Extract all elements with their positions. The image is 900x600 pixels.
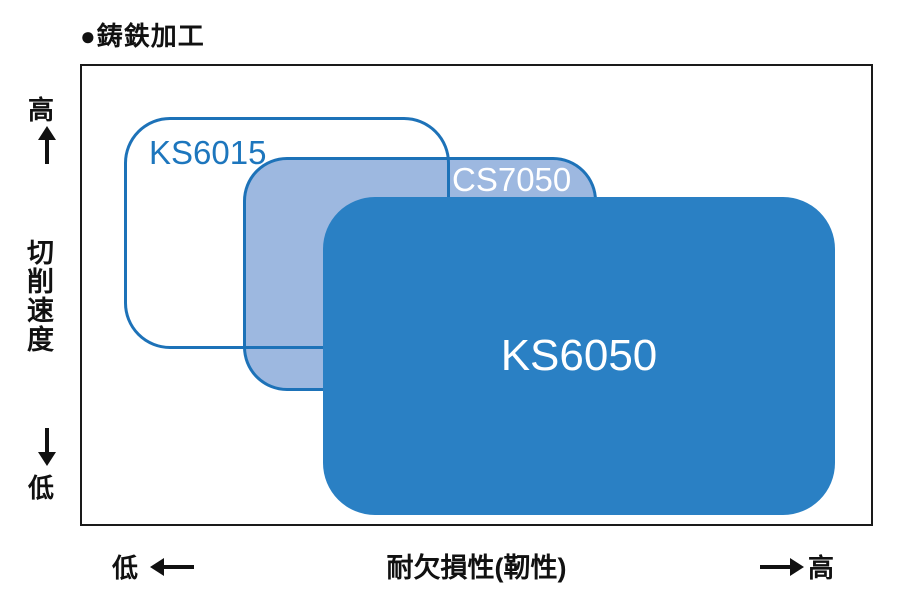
y-axis-high-label: 高: [28, 95, 55, 125]
grade-label-ks6015: KS6015: [149, 134, 267, 171]
y-axis-title: 切削速度: [23, 238, 53, 354]
left-arrow-icon: [150, 558, 194, 576]
up-arrow-icon: [38, 126, 56, 164]
grade-label-cs7050: CS7050: [452, 161, 572, 198]
x-axis-high-label: 高: [808, 553, 835, 583]
chart-title: ●鋳鉄加工: [80, 21, 205, 51]
x-axis-low-label: 低: [112, 553, 139, 583]
plot-area: CS7050 KS6015 KS6050: [80, 64, 873, 526]
y-axis-low-label: 低: [28, 473, 55, 503]
right-arrow-icon: [760, 558, 804, 576]
down-arrow-icon: [38, 428, 56, 466]
grade-region-ks6050: KS6050: [323, 197, 835, 515]
grade-label-ks6050: KS6050: [500, 331, 658, 380]
x-axis-title: 耐欠損性(靭性): [386, 553, 567, 583]
